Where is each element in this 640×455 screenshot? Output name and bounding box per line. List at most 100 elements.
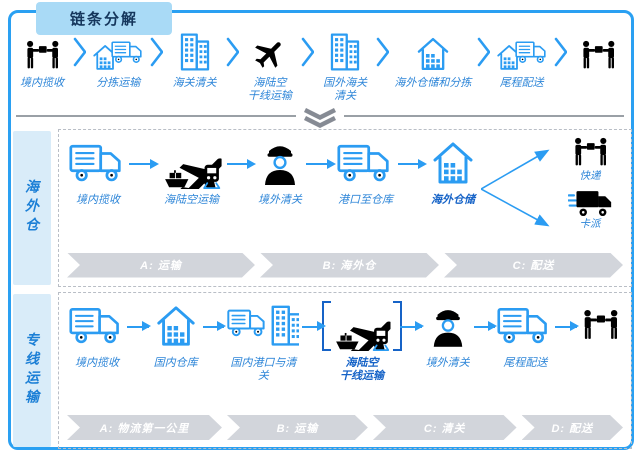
flow-arrow — [400, 321, 424, 331]
phase-band: A: 物流第一公里 — [67, 415, 222, 440]
flow-step: 港口至仓库 — [334, 137, 398, 207]
overseas-flow: 境内揽收 海陆空运输 境外清关 港口至仓库 — [67, 137, 623, 248]
diagram-frame — [8, 10, 634, 450]
flow-arrow — [129, 158, 158, 169]
chevron-right-icon — [477, 37, 490, 67]
flow-step: 境内揽收 — [67, 137, 129, 207]
warehouse-truck-icon — [495, 30, 549, 72]
building-icon — [178, 30, 212, 72]
strip-step: 海关清关 — [169, 30, 221, 90]
customs-officer-icon — [429, 300, 467, 352]
flow-step: 境内揽收 — [67, 300, 127, 370]
chevron-right-icon — [376, 37, 390, 67]
flow-step-label: 海陆空 干线运输 — [340, 356, 385, 382]
strip-step — [572, 30, 624, 77]
section-label: 专线运输 — [13, 293, 51, 447]
flow-step: 海外仓储 — [425, 137, 481, 207]
strip-step-label: 境内揽收 — [20, 77, 64, 89]
flow-step: 境外清关 — [254, 137, 306, 207]
chain-strip: 境内揽收 分拣运输 海关清关 海陆空 干线运输 国外海关 清关 海外仓储和分拣 — [8, 30, 632, 106]
multimodal-icon — [161, 137, 223, 189]
dedicated-flow: 境内揽收 国内仓库 国内港口与清 关 — [67, 300, 623, 411]
flow-step-label: 尾程配送 — [503, 356, 548, 369]
warehouse-icon — [415, 30, 451, 72]
flow-step: 海陆空 干线运输 — [322, 300, 403, 383]
people-handoff-icon — [570, 137, 610, 169]
phase-band: C: 配送 — [444, 253, 623, 278]
plane-icon — [252, 30, 288, 72]
delivery-options: 快递 卡派 — [557, 137, 623, 230]
flow-step-label: 海外仓储 — [431, 194, 475, 206]
strip-step-label: 海外仓储和分拣 — [394, 77, 472, 89]
flow-step-label: 海陆空运输 — [164, 194, 219, 206]
delivery-truck-icon — [568, 189, 612, 217]
flow-arrow — [127, 321, 151, 331]
people-handoff-icon — [578, 30, 618, 72]
chevron-right-icon — [554, 37, 567, 67]
delivery-option-label: 卡派 — [579, 217, 601, 230]
truck-icon — [337, 137, 395, 189]
chevron-right-icon — [150, 37, 164, 67]
delivery-option: 快递 — [557, 137, 623, 183]
dedicated-panel: 境内揽收 国内仓库 国内港口与清 关 — [58, 291, 632, 449]
truck-icon — [497, 300, 553, 352]
phase-band: C: 清关 — [373, 415, 517, 440]
page-title: 链条分解 — [36, 2, 173, 35]
strip-step: 海外仓储和分拣 — [394, 30, 471, 90]
chevron-right-icon — [73, 37, 87, 67]
delivery-option-label: 快递 — [579, 170, 601, 182]
truck-icon — [69, 300, 125, 352]
warehouse-icon — [430, 137, 476, 189]
branch-arrows — [481, 149, 550, 227]
truck-building-icon — [227, 300, 299, 352]
flow-step-label: 境外清关 — [258, 194, 302, 206]
flow-arrow — [473, 321, 498, 331]
flow-step-label: 境内揽收 — [75, 356, 119, 369]
dedicated-bands: A: 物流第一公里 B: 运输 C: 清关 D: 配送 — [67, 415, 623, 440]
strip-step-label: 尾程配送 — [499, 77, 544, 89]
flow-step-label: 国内港口与清 关 — [230, 356, 297, 382]
flow-step: 境外清关 — [422, 300, 474, 370]
strip-step: 分拣运输 — [91, 30, 145, 90]
overseas-bands: A: 运输 B: 海外仓 C: 配送 — [67, 253, 623, 278]
strip-step-label: 国外海关 清关 — [323, 77, 368, 103]
flow-step-label: 境外清关 — [425, 356, 470, 369]
flow-arrow — [306, 158, 335, 169]
warehouse-truck-icon — [91, 30, 145, 72]
multimodal-bracketed-icon — [322, 300, 403, 352]
flow-arrow — [302, 321, 326, 331]
strip-step: 国外海关 清关 — [319, 30, 371, 103]
strip-step: 尾程配送 — [495, 30, 549, 90]
flow-step — [577, 300, 623, 357]
phase-band: B: 海外仓 — [260, 253, 439, 278]
dedicated-line-section: 专线运输 境内揽收 国内仓库 国内港口与清 关 — [8, 291, 632, 449]
flow-step-label: 国内仓库 — [153, 356, 198, 369]
people-handoff-icon — [579, 300, 621, 352]
flow-arrow — [202, 321, 226, 331]
flow-step: 国内港口与清 关 — [224, 300, 302, 383]
flow-arrow — [226, 158, 256, 169]
strip-step-label: 分拣运输 — [96, 77, 141, 89]
section-label: 海外仓 — [13, 131, 51, 285]
flow-step: 尾程配送 — [495, 300, 555, 370]
strip-step-label: 海关清关 — [172, 77, 217, 89]
people-handoff-icon — [22, 30, 62, 72]
section-divider — [16, 108, 624, 128]
truck-icon — [69, 137, 127, 189]
phase-band: A: 运输 — [67, 253, 255, 278]
chevron-right-icon — [301, 37, 314, 67]
delivery-option: 卡派 — [557, 189, 623, 231]
bracket-frame — [322, 300, 403, 351]
overseas-warehouse-section: 海外仓 境内揽收 海陆空运输 境外清关 — [8, 129, 632, 287]
warehouse-icon — [154, 300, 198, 352]
customs-officer-icon — [260, 137, 300, 189]
strip-step: 境内揽收 — [16, 30, 68, 90]
flow-arrow — [397, 158, 427, 169]
phase-band: B: 运输 — [227, 415, 368, 440]
strip-step: 海陆空 干线运输 — [244, 30, 296, 103]
flow-arrow — [555, 321, 579, 331]
overseas-panel: 境内揽收 海陆空运输 境外清关 港口至仓库 — [58, 129, 632, 287]
strip-step-label: 海陆空 干线运输 — [247, 77, 292, 103]
flow-step: 国内仓库 — [149, 300, 203, 370]
